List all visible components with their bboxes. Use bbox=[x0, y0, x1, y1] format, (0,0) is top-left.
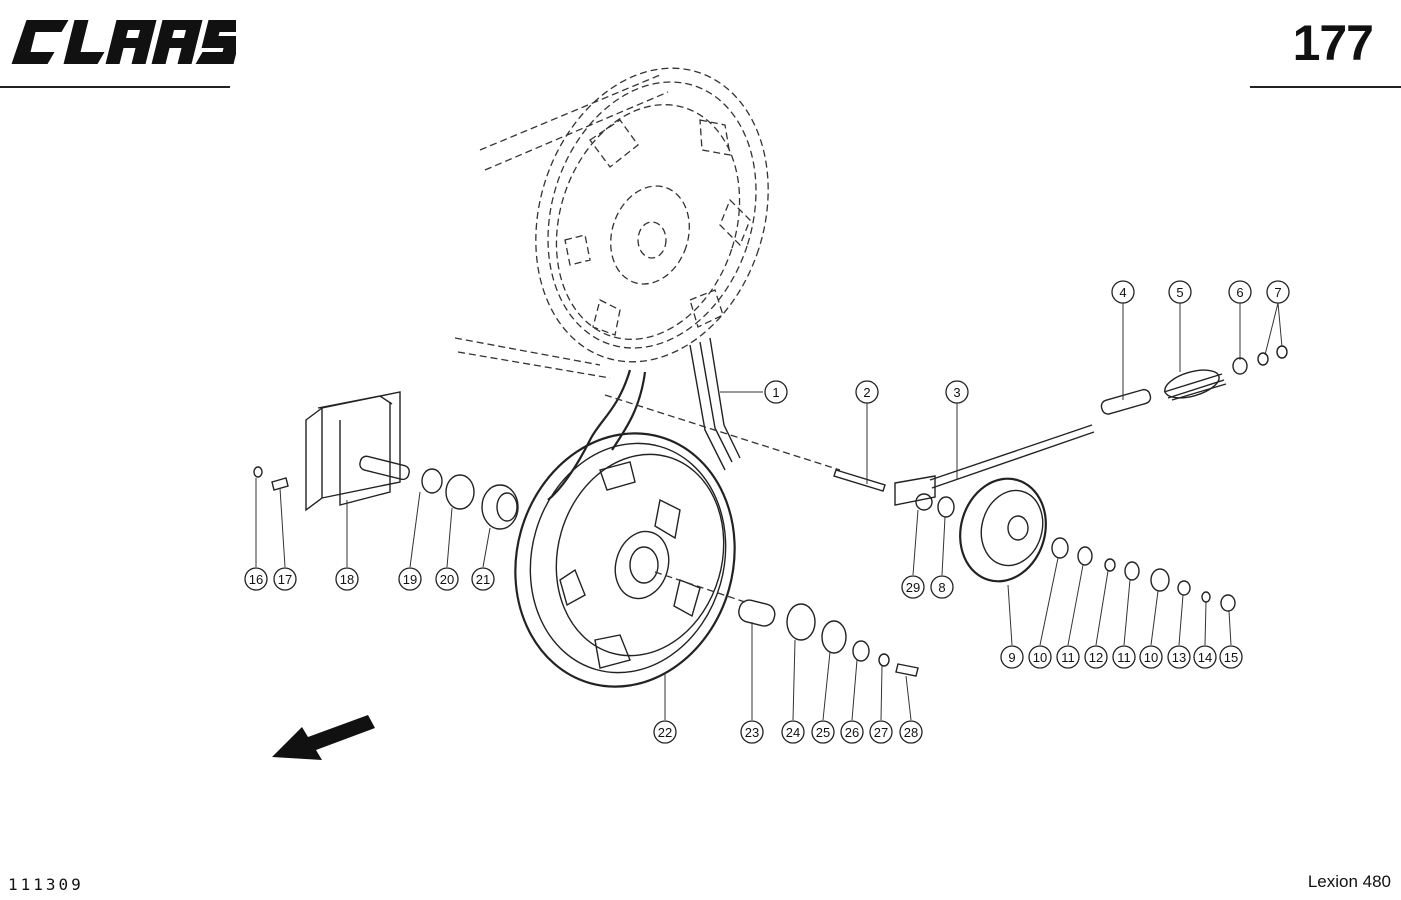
callout-3[interactable]: 3 bbox=[945, 380, 969, 404]
callout-12[interactable]: 12 bbox=[1084, 645, 1108, 669]
callout-11b[interactable]: 11 bbox=[1112, 645, 1136, 669]
svg-text:19: 19 bbox=[403, 572, 417, 587]
callout-11[interactable]: 11 bbox=[1056, 645, 1080, 669]
model-name: Lexion 480 bbox=[1307, 872, 1391, 891]
svg-text:8: 8 bbox=[938, 580, 945, 595]
header-rule-right bbox=[1250, 86, 1401, 88]
callout-5[interactable]: 5 bbox=[1168, 280, 1192, 304]
callout-20[interactable]: 20 bbox=[435, 567, 459, 591]
svg-text:11: 11 bbox=[1117, 650, 1131, 665]
callout-1[interactable]: 1 bbox=[764, 380, 788, 404]
claas-logo bbox=[11, 20, 236, 64]
callout-7[interactable]: 7 bbox=[1266, 280, 1290, 304]
small-parts-lower bbox=[738, 599, 919, 677]
svg-text:26: 26 bbox=[845, 725, 859, 740]
svg-text:16: 16 bbox=[249, 572, 263, 587]
bracket bbox=[305, 391, 410, 512]
axis-line-lower bbox=[654, 571, 746, 603]
callout-10[interactable]: 10 bbox=[1028, 645, 1052, 669]
svg-text:22: 22 bbox=[658, 725, 672, 740]
svg-text:29: 29 bbox=[906, 580, 920, 595]
svg-text:4: 4 bbox=[1119, 285, 1126, 300]
callout-13[interactable]: 13 bbox=[1167, 645, 1191, 669]
svg-text:20: 20 bbox=[440, 572, 454, 587]
direction-arrow-icon bbox=[272, 715, 375, 760]
header-rule-left bbox=[0, 86, 230, 88]
svg-text:6: 6 bbox=[1236, 285, 1243, 300]
callout-27[interactable]: 27 bbox=[869, 720, 893, 744]
callout-15[interactable]: 15 bbox=[1219, 645, 1243, 669]
callout-14[interactable]: 14 bbox=[1193, 645, 1217, 669]
svg-text:1: 1 bbox=[772, 385, 779, 400]
svg-text:11: 11 bbox=[1061, 650, 1075, 665]
svg-text:28: 28 bbox=[904, 725, 918, 740]
svg-text:14: 14 bbox=[1198, 650, 1212, 665]
svg-text:27: 27 bbox=[874, 725, 888, 740]
small-parts-left bbox=[253, 466, 519, 530]
callout-22[interactable]: 22 bbox=[653, 720, 677, 744]
callout-28[interactable]: 28 bbox=[899, 720, 923, 744]
svg-text:24: 24 bbox=[786, 725, 800, 740]
svg-text:21: 21 bbox=[476, 572, 490, 587]
svg-text:13: 13 bbox=[1172, 650, 1186, 665]
svg-text:23: 23 bbox=[745, 725, 759, 740]
svg-text:17: 17 bbox=[278, 572, 292, 587]
leader-lines bbox=[255, 302, 1283, 721]
svg-text:12: 12 bbox=[1089, 650, 1103, 665]
upper-pulley-outline bbox=[454, 67, 769, 379]
callout-4[interactable]: 4 bbox=[1111, 280, 1135, 304]
svg-text:18: 18 bbox=[340, 572, 354, 587]
callout-10b[interactable]: 10 bbox=[1139, 645, 1163, 669]
svg-text:10: 10 bbox=[1144, 650, 1158, 665]
callout-29[interactable]: 29 bbox=[901, 575, 925, 599]
svg-text:15: 15 bbox=[1224, 650, 1238, 665]
callout-2[interactable]: 2 bbox=[855, 380, 879, 404]
callout-6[interactable]: 6 bbox=[1228, 280, 1252, 304]
tensioner-assembly bbox=[833, 345, 1288, 612]
svg-text:10: 10 bbox=[1033, 650, 1047, 665]
callout-21[interactable]: 21 bbox=[471, 567, 495, 591]
svg-text:25: 25 bbox=[816, 725, 830, 740]
callout-16[interactable]: 16 bbox=[244, 567, 268, 591]
drive-belt bbox=[547, 337, 741, 501]
svg-text:2: 2 bbox=[863, 385, 870, 400]
callout-18[interactable]: 18 bbox=[335, 567, 359, 591]
callout-23[interactable]: 23 bbox=[740, 720, 764, 744]
callout-19[interactable]: 19 bbox=[398, 567, 422, 591]
drawing-number: 111309 bbox=[8, 875, 84, 894]
svg-text:5: 5 bbox=[1176, 285, 1183, 300]
svg-text:3: 3 bbox=[953, 385, 960, 400]
svg-text:7: 7 bbox=[1274, 285, 1281, 300]
callout-26[interactable]: 26 bbox=[840, 720, 864, 744]
axis-line bbox=[604, 394, 841, 471]
svg-text:9: 9 bbox=[1008, 650, 1015, 665]
page-number: 177 bbox=[1292, 15, 1374, 71]
lower-pulley bbox=[514, 432, 736, 688]
callout-24[interactable]: 24 bbox=[781, 720, 805, 744]
callout-17[interactable]: 17 bbox=[273, 567, 297, 591]
callout-8[interactable]: 8 bbox=[930, 575, 954, 599]
callout-25[interactable]: 25 bbox=[811, 720, 835, 744]
callout-9[interactable]: 9 bbox=[1000, 645, 1024, 669]
